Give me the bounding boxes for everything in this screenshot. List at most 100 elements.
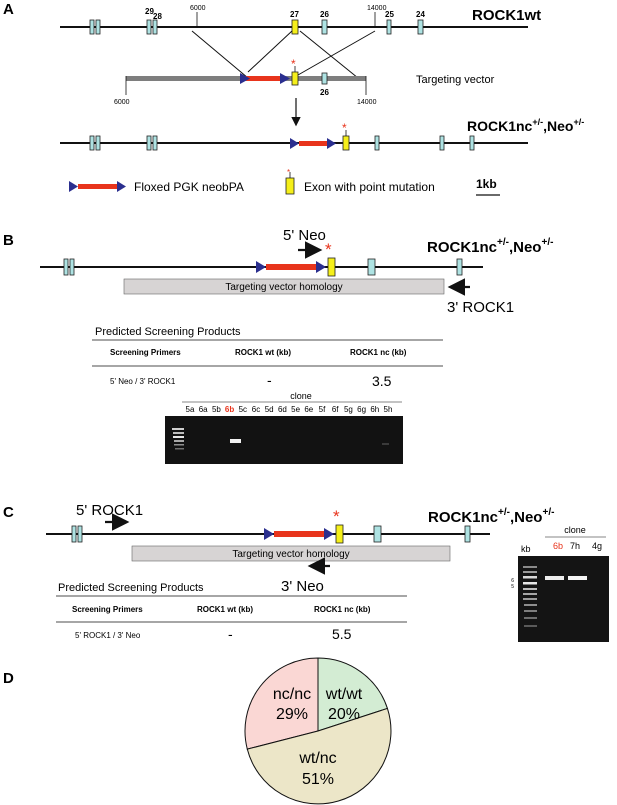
b-loxp-right [316, 261, 326, 273]
b-gel-ladder [172, 428, 184, 450]
wt-exon [152, 19, 158, 35]
b-gel-band-6b [230, 439, 241, 443]
pie-label-wt-wt-genotype: wt/wt [325, 686, 363, 703]
c-gel-title: clone [564, 525, 586, 535]
pie-slice-nc-nc [244, 657, 319, 750]
vector-asterisk: * [291, 57, 296, 71]
c-gel-ladder [523, 566, 537, 627]
c-neo-cassette [274, 531, 326, 537]
c-homology-label: Targeting vector homology [232, 549, 349, 560]
mutant-exons [89, 135, 475, 151]
c-loxp-right [324, 528, 334, 540]
exon-label-24: 24 [416, 10, 425, 19]
wt-exon-25 [386, 19, 392, 35]
primer-3neo-label: 3' Neo [281, 578, 324, 595]
b-gel-lane-6g: 6g [357, 405, 366, 414]
c-table-cell-primers: 5' ROCK1 / 3' Neo [75, 631, 141, 640]
legend-exon-label: Exon with point mutation [304, 180, 435, 194]
legend-loxp-left [69, 181, 78, 192]
mutant-neo-cassette [299, 141, 329, 146]
panel-b-label: B [3, 232, 14, 249]
c-mutant-exon [335, 524, 344, 544]
wt-exon-27 [291, 19, 299, 35]
legend-loxp-right [117, 181, 126, 192]
wt-allele-name: ROCK1wt [472, 7, 541, 24]
c-homology-bar [131, 545, 451, 562]
pie-slice-wt-wt [317, 657, 389, 732]
b-table-cell-wt: - [267, 372, 272, 388]
c-asterisk: * [333, 507, 340, 526]
b-table-title: Predicted Screening Products [95, 326, 241, 338]
b-mutant-exon [327, 257, 336, 277]
panel-a-label: A [3, 1, 14, 18]
exon-label-25: 25 [385, 10, 394, 19]
b-gel-lane-6b: 6b [225, 405, 234, 414]
pie-label-wt-wt-percent: 20% [328, 706, 360, 723]
b-gel-lane-5a: 5a [186, 405, 195, 414]
b-gel-lane-6a: 6a [199, 405, 208, 414]
wt-pos-14000: 14000 [367, 5, 387, 12]
b-loxp-left [256, 261, 266, 273]
b-homology-bar [123, 278, 445, 295]
c-gel-lane-4g: 4g [592, 541, 602, 551]
b-table-header-primers: Screening Primers [110, 348, 181, 357]
c-table-title: Predicted Screening Products [58, 582, 204, 594]
pie-label-wt-nc-percent: 51% [302, 771, 334, 788]
crossover-lines [191, 30, 376, 79]
vector-exon-26 [321, 72, 328, 85]
b-gel-faint-band [382, 443, 389, 445]
b-table-header-nc: ROCK1 nc (kb) [350, 348, 407, 357]
b-gel-lane-5e: 5e [291, 405, 300, 414]
vector-loxp-right [280, 73, 290, 84]
b-gel-image [165, 416, 403, 464]
mutant-exon [342, 135, 350, 151]
pie-label-wt-nc-genotype: wt/nc [298, 750, 336, 767]
vector-exon-label: 26 [320, 88, 329, 97]
vector-mutant-exon [291, 71, 299, 86]
panel-c: C 5' ROCK1 * ROCK1nc+/-,Neo+/- Targeting… [3, 502, 609, 642]
panel-d: D nc/nc 29% wt/wt 20% wt/nc 51% [3, 657, 392, 805]
panel-d-label: D [3, 670, 14, 687]
c-table-cell-wt: - [228, 626, 233, 642]
b-gel-lane-5h: 5h [384, 405, 393, 414]
legend-mutant-exon-icon [285, 177, 295, 195]
b-gel-lane-6e: 6e [304, 405, 313, 414]
c-gel-band-7h [568, 576, 587, 580]
wt-exon [146, 19, 152, 35]
pie-label-nc-nc-genotype: nc/nc [273, 686, 311, 703]
primer-3rock1-label: 3' ROCK1 [447, 299, 514, 316]
c-gel-lane-6b: 6b [553, 541, 563, 551]
vector-neo-cassette [246, 76, 282, 81]
mutant-allele-name: ROCK1nc+/-,Neo+/- [467, 117, 584, 134]
legend-asterisk: * [287, 168, 290, 177]
mutant-loxp-left [290, 138, 299, 149]
c-gel-kb-label: kb [521, 544, 531, 554]
b-gel-lane-6d: 6d [278, 405, 287, 414]
wt-exons [89, 19, 424, 35]
c-gel-band-6b [545, 576, 564, 580]
vector-loxp-left [240, 73, 250, 84]
pie-label-nc-nc-percent: 29% [276, 706, 308, 723]
b-gel-lane-5b: 5b [212, 405, 221, 414]
b-table-cell-primers: 5' Neo / 3' ROCK1 [110, 377, 176, 386]
b-table-header-wt: ROCK1 wt (kb) [235, 348, 291, 357]
exon-label-27: 27 [290, 10, 299, 19]
b-gel-lane-5g: 5g [344, 405, 353, 414]
exon-label-28: 28 [153, 12, 162, 21]
c-gel-marker-6: 6 [511, 578, 514, 584]
b-gel-lane-5d: 5d [265, 405, 274, 414]
wt-pos-6000: 6000 [190, 5, 206, 12]
b-gel-lane-5c: 5c [239, 405, 247, 414]
primer-5neo-label: 5' Neo [283, 227, 326, 244]
vector-label: Targeting vector [416, 74, 495, 86]
b-asterisk: * [325, 240, 332, 259]
c-gel-marker-5: 5 [511, 584, 514, 590]
b-gel-lane-6c: 6c [252, 405, 260, 414]
c-table-header-nc: ROCK1 nc (kb) [314, 605, 371, 614]
c-gel-lane-7h: 7h [570, 541, 580, 551]
wt-exon [95, 19, 101, 35]
wt-exon [89, 19, 95, 35]
b-allele-name: ROCK1nc+/-,Neo+/- [427, 237, 553, 256]
